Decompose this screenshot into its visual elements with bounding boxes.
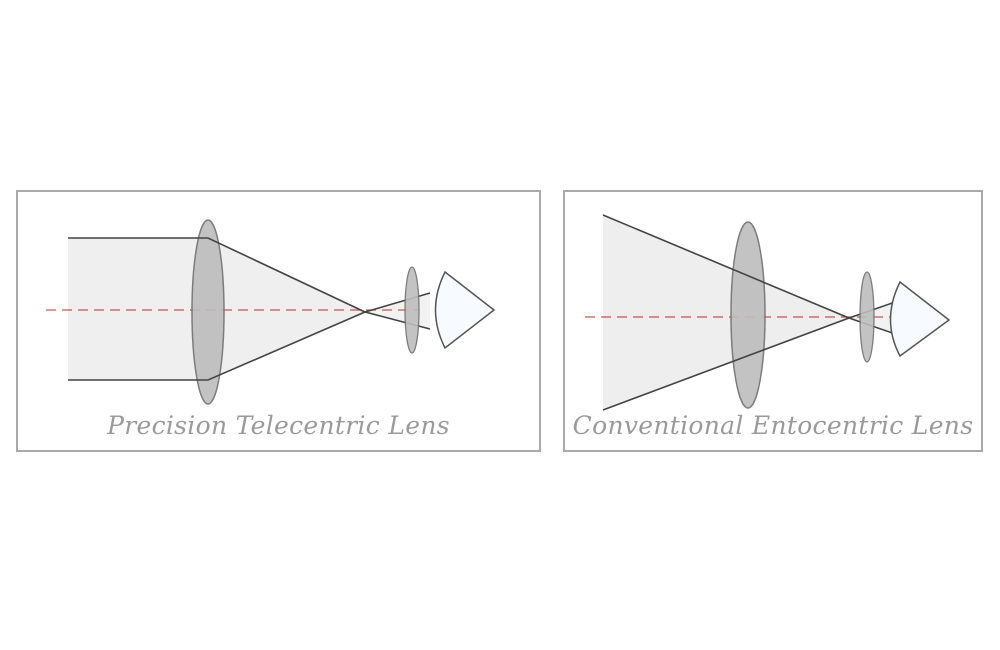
telecentric-diagram xyxy=(46,219,496,405)
objective-lens xyxy=(191,219,225,405)
upper-ray xyxy=(68,237,431,313)
eye-icon xyxy=(434,270,496,350)
entocentric-image-cone xyxy=(849,300,901,336)
aperture-lens xyxy=(404,266,420,354)
telecentric-caption: Precision Telecentric Lens xyxy=(107,411,450,440)
lower-ray xyxy=(602,317,902,411)
telecentric-image-cone xyxy=(365,293,430,329)
entocentric-object-cone xyxy=(603,215,849,410)
entocentric-diagram xyxy=(585,214,951,411)
entocentric-caption: Conventional Entocentric Lens xyxy=(572,411,974,440)
aperture-lens xyxy=(859,271,875,363)
objective-lens xyxy=(730,221,766,409)
eye-icon xyxy=(889,280,951,358)
lower-ray xyxy=(68,311,431,381)
entocentric-panel: Conventional Entocentric Lens xyxy=(563,190,983,452)
telecentric-panel: Precision Telecentric Lens xyxy=(16,190,541,452)
